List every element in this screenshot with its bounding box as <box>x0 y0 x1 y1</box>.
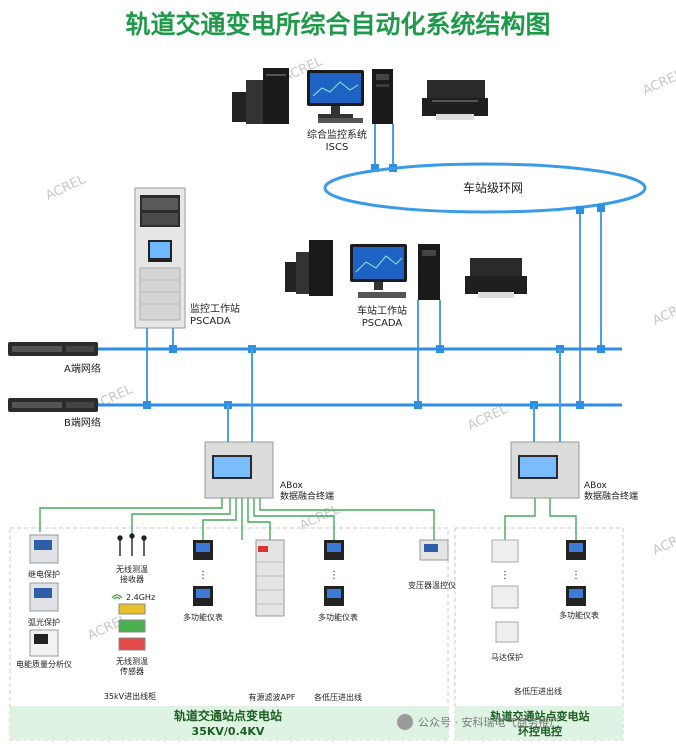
station-ring-network <box>323 162 647 214</box>
iscs-pc-tower-icon <box>372 69 393 124</box>
abox-left-terminal <box>204 441 274 499</box>
lv-outgoing-left-label: 各低压进出线 <box>314 692 362 702</box>
meter-right-label: 多功能仪表 <box>559 610 599 620</box>
station-work-label-name: 车站工作站 <box>357 304 407 317</box>
meter-2-label: 多功能仪表 <box>318 612 358 622</box>
network-b-label: B端网络 <box>64 416 101 429</box>
diagram-title: 轨道交通变电所综合自动化系统结构图 <box>125 10 550 39</box>
ring-downlinks <box>579 208 602 405</box>
network-a-label: A端网络 <box>64 362 101 375</box>
watermark-8: ACREL <box>297 502 342 534</box>
footer-right-subtitle: 环控电控 <box>518 724 562 738</box>
wechat-watermark: 公众号 · 安科瑞电气商务推广 <box>397 714 561 730</box>
watermark-3: ACREL <box>640 67 676 99</box>
ring-node <box>371 164 379 172</box>
multifunction-meter-icon <box>193 586 213 606</box>
switch-a-icon <box>8 342 98 356</box>
multifunction-meter-icon <box>193 540 213 560</box>
motor-protection-label: 马达保护 <box>491 652 523 662</box>
pscada-monitor-cabinet <box>134 187 186 329</box>
ring-network-label: 车站级环网 <box>463 180 523 195</box>
cabinet-35kv-label: 35kV进出线柜 <box>104 691 156 701</box>
lv-outgoing-right-label: 各低压进出线 <box>514 686 562 696</box>
abox-left-fanout <box>39 498 435 540</box>
ring-node <box>576 206 584 214</box>
arc-protection-label: 弧光保护 <box>28 617 60 627</box>
wireless-receiver-label-2: 接收器 <box>120 574 144 584</box>
station-monitor-icon <box>350 244 407 298</box>
abox-links <box>227 349 561 442</box>
footer-left-subtitle: 35KV/0.4KV <box>192 725 265 738</box>
iscs-monitor-icon <box>307 70 364 123</box>
apf-label: 有源滤波APF <box>249 692 296 702</box>
iscs-servers-icon <box>232 68 289 124</box>
station-servers-icon <box>285 240 333 296</box>
iscs-label-name: 综合监控系统 <box>307 128 367 141</box>
abox-left-label-name: ABox <box>280 481 304 491</box>
relay-protection-icon <box>29 534 59 564</box>
station-work-label-code: PSCADA <box>362 318 403 329</box>
watermark-1: ACREL <box>43 172 88 204</box>
frequency-label: 2.4GHz <box>126 593 155 602</box>
meter-1-label: 多功能仪表 <box>183 612 223 622</box>
wireless-receiver-icon <box>117 533 147 556</box>
motor-dots: ⋮ <box>500 570 510 581</box>
multifunction-meter-icon <box>324 540 344 560</box>
abox-right-label-name: ABox <box>584 481 608 491</box>
iscs-label-code: ISCS <box>326 142 349 153</box>
network-nodes <box>143 345 605 409</box>
station-pc-tower-icon <box>418 244 440 300</box>
station-printer-icon <box>465 258 527 298</box>
abox-right-fanout <box>504 498 577 540</box>
wireless-receiver-label-1: 无线测温 <box>116 564 148 574</box>
pscada-cabinet-links <box>146 328 174 405</box>
iscs-printer-icon <box>422 80 488 120</box>
footer-left-title: 轨道交通站点变电站 <box>174 708 282 723</box>
wireless-sensor-label-1: 无线测温 <box>116 656 148 666</box>
abox-right-terminal <box>510 441 580 499</box>
relay-protection-label: 继电保护 <box>28 569 60 579</box>
transformer-temp-controller-label: 变压器温控仪 <box>408 580 456 590</box>
multifunction-meter-icon <box>566 586 586 606</box>
watermark-5: ACREL <box>465 402 510 434</box>
switch-b-icon <box>8 398 98 412</box>
footer-right-title: 轨道交通站点变电站 <box>491 709 590 723</box>
ring-node <box>597 204 605 212</box>
station-work-links <box>417 300 441 405</box>
footer-left-band <box>10 706 448 740</box>
wireless-sensor-label-2: 传感器 <box>120 666 144 676</box>
power-quality-analyzer-label: 电能质量分析仪 <box>16 659 72 669</box>
abox-right-label-desc: 数据融合终端 <box>584 490 638 502</box>
abox-left-label-desc: 数据融合终端 <box>280 490 334 502</box>
iscs-ring-links <box>374 124 394 168</box>
pscada-monitor-label-name: 监控工作站 <box>190 302 240 315</box>
arc-protection-icon <box>29 582 59 612</box>
watermark-9: ACREL <box>650 527 676 559</box>
watermark-6: ACREL <box>650 297 676 329</box>
power-quality-analyzer-icon <box>29 629 59 657</box>
wireless-sensor-icon <box>118 603 146 651</box>
motor-protector-icon <box>491 539 519 643</box>
multifunction-meter-icon <box>324 586 344 606</box>
wifi-signal-icon <box>111 594 123 600</box>
transformer-temp-controller-icon <box>419 539 449 561</box>
footer-right-band <box>455 706 623 740</box>
apf-cabinet-icon <box>255 539 285 617</box>
multifunction-meter-icon <box>566 540 586 560</box>
meter-dots: ⋮ <box>329 570 339 581</box>
wechat-text: 公众号 · 安科瑞电气商务推广 <box>418 715 561 729</box>
pscada-monitor-label-code: PSCADA <box>190 316 231 327</box>
meter-dots: ⋮ <box>198 570 208 581</box>
meter-dots: ⋮ <box>571 570 581 581</box>
